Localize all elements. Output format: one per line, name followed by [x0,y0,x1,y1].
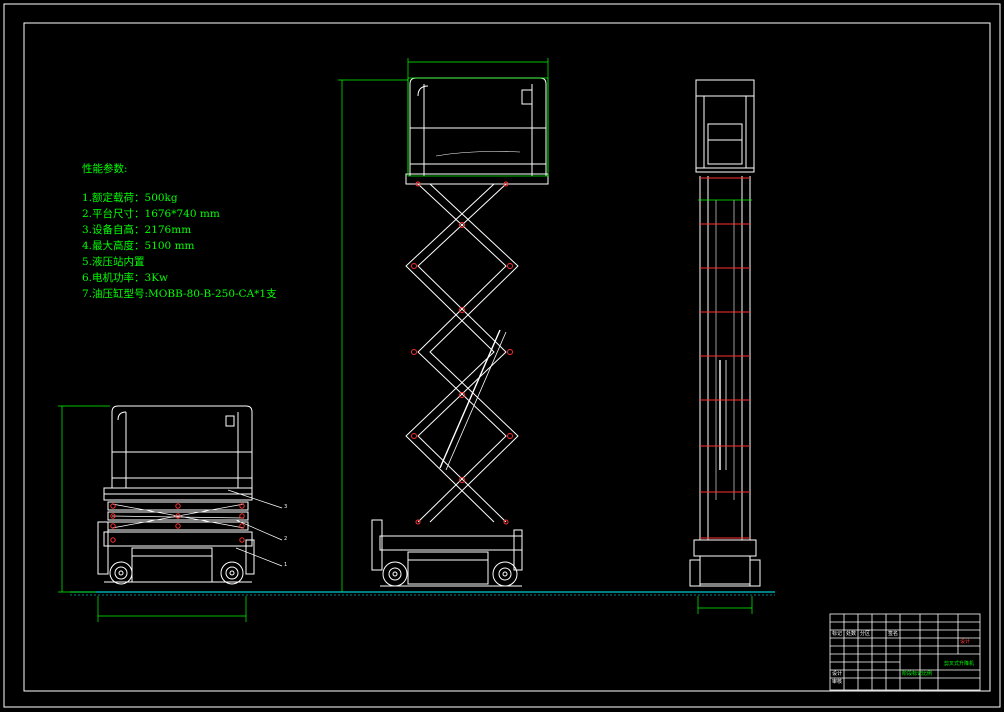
pivot-marks-stowed [110,503,245,543]
guardrail-icon [111,405,253,488]
spec-item: 3.设备自高：2176mm [82,224,192,236]
spec-item: 6.电机功率：3Kw [82,272,169,284]
title-block [829,613,981,691]
callout-number: 1 [284,562,288,568]
title-block-scale: 比例 [922,671,933,677]
title-block-label: 设计 [832,671,843,677]
folded-scissor-stack [107,501,249,531]
mast-columns [699,176,751,540]
dimension-lines-stowed [58,405,247,622]
spec-item: 5.液压站内置 [82,256,145,268]
spec-item: 1.额定载荷：500kg [82,192,178,204]
chassis [371,519,523,587]
end-view-crossbars [700,177,750,539]
callout-number: 2 [284,536,288,542]
spec-item: 7.油压缸型号:MOBB-80-B-250-CA*1支 [82,288,277,300]
title-block-label: 分区 [860,631,871,637]
chassis [97,521,255,583]
ground-line [70,591,775,596]
title-block-label: 审核 [832,679,843,685]
stowed-lift-view [97,405,283,585]
title-block-company: 设计 [960,639,971,645]
guardrail-icon [409,77,547,176]
pivot-pin-icon [411,181,513,525]
spec-item: 2.平台尺寸：1676*740 mm [82,208,220,220]
dimension-lines-end [697,199,753,614]
end-view [689,79,761,587]
title-block-label: 处数 [846,631,857,637]
callout-number: 3 [284,504,288,510]
raised-lift-view [371,77,549,587]
wheel-icon [109,561,133,585]
title-block-label: 标记 [832,631,843,637]
title-block-drawing-name: 剪叉式升降机 [944,661,975,667]
title-block-label: 签名 [888,631,899,637]
spec-title: 性能参数: [82,163,128,175]
scissor-arms [405,183,519,523]
drawing-frame [3,3,1001,708]
wheel-icon [382,561,408,587]
spec-item: 4.最大高度：5100 mm [82,240,195,252]
dimension-lines-raised [338,58,549,592]
wheel-icon [220,561,244,585]
wheel-icon [492,561,518,587]
title-block-scale: 阶段标记 [902,671,923,677]
